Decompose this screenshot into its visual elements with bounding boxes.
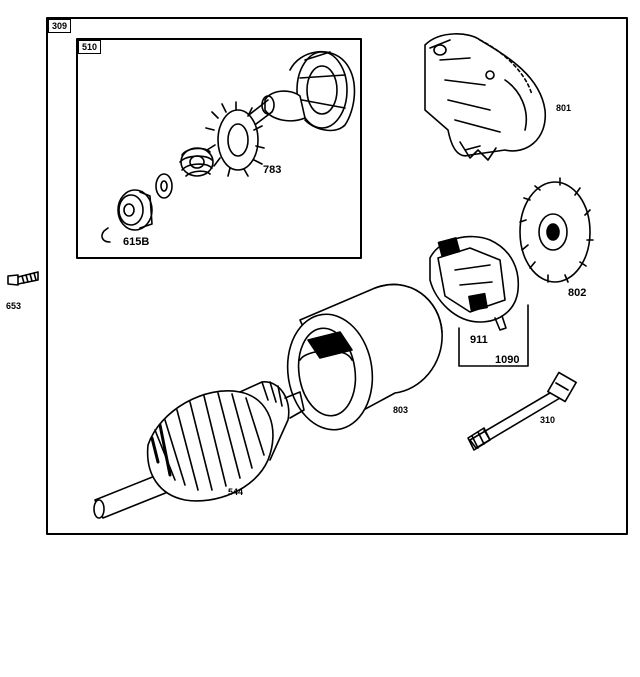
retaining-ring [101, 227, 111, 243]
stop-collar [117, 189, 153, 231]
commutator-end-housing [424, 33, 546, 161]
outer-assembly-frame [46, 17, 628, 535]
label-803: 803 [393, 405, 409, 415]
label-802: 802 [568, 287, 587, 299]
brush-kit-bracket [458, 304, 529, 367]
label-310: 310 [540, 415, 556, 425]
pinion-gear [205, 101, 265, 177]
label-783: 783 [263, 164, 282, 176]
brush-holder [429, 235, 520, 331]
label-653: 653 [6, 301, 22, 311]
label-801: 801 [556, 103, 572, 113]
spring [179, 147, 214, 177]
label-544: 544 [228, 487, 244, 497]
washer [155, 173, 173, 199]
drive-end-housing [244, 50, 356, 132]
small-bolt [7, 271, 39, 286]
inner-box-label: 510 [78, 40, 102, 54]
drive-assembly-frame [76, 38, 362, 259]
brush-plate [519, 177, 594, 283]
label-1090: 1090 [495, 354, 520, 366]
through-bolt [467, 371, 577, 451]
field-frame [286, 283, 443, 431]
armature [93, 381, 305, 519]
label-615b: 615B [123, 236, 150, 248]
label-911: 911 [470, 334, 488, 346]
outer-box-label: 309 [48, 19, 72, 33]
